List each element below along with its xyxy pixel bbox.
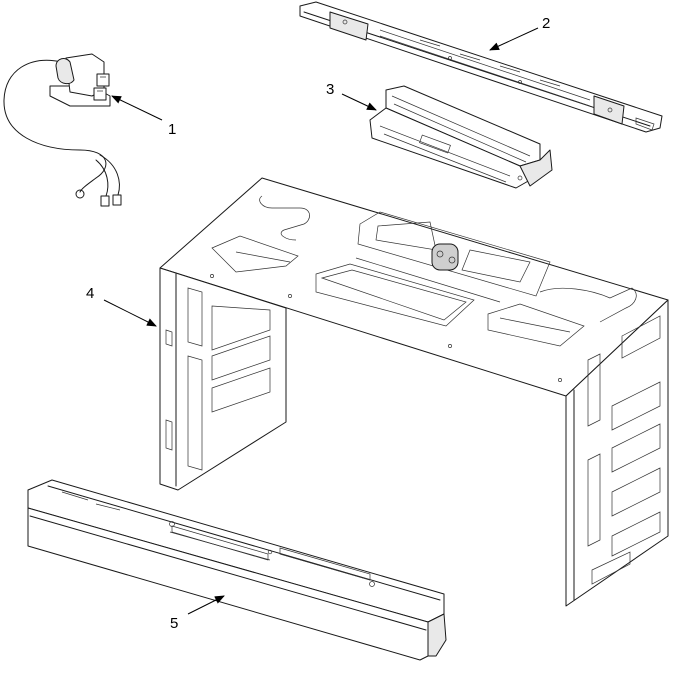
part-5-front-trim	[27, 479, 447, 661]
callout-label-2: 2	[542, 15, 550, 32]
part-1-power-cord	[3, 53, 122, 207]
callout-label-5: 5	[170, 615, 178, 632]
callout-5: 5	[170, 595, 225, 632]
callout-label-3: 3	[326, 81, 334, 98]
callout-label-1: 1	[168, 121, 176, 138]
callout-1: 1	[111, 95, 176, 138]
callout-2: 2	[489, 15, 550, 51]
callout-3: 3	[326, 81, 377, 111]
part-4-cabinet-frame	[159, 177, 669, 607]
callout-label-4: 4	[86, 285, 94, 302]
callout-4: 4	[86, 285, 157, 327]
part-3-control-housing	[369, 85, 553, 189]
part-2-top-bracket	[299, 1, 663, 133]
